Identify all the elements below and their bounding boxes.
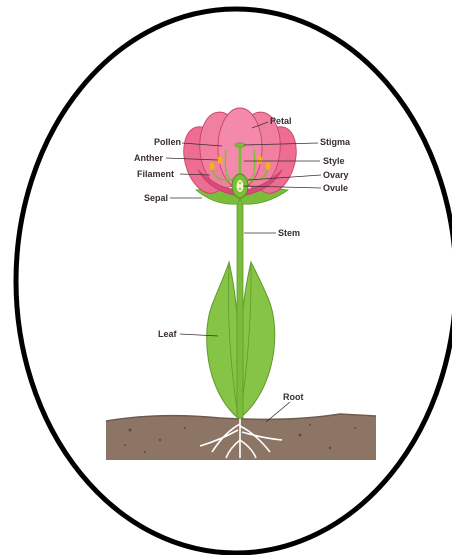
label-filament: Filament xyxy=(137,169,174,179)
label-root: Root xyxy=(283,392,304,402)
stem xyxy=(237,200,243,418)
label-ovary: Ovary xyxy=(323,170,349,180)
soil xyxy=(106,414,376,460)
label-petal: Petal xyxy=(270,116,292,126)
oval-frame xyxy=(16,9,452,553)
label-ovule: Ovule xyxy=(323,183,348,193)
label-sepal: Sepal xyxy=(144,193,168,203)
label-anther: Anther xyxy=(134,153,163,163)
label-style: Style xyxy=(323,156,345,166)
label-stigma: Stigma xyxy=(320,137,351,147)
label-pollen: Pollen xyxy=(154,137,181,147)
label-stem: Stem xyxy=(278,228,300,238)
label-leaf: Leaf xyxy=(158,329,178,339)
